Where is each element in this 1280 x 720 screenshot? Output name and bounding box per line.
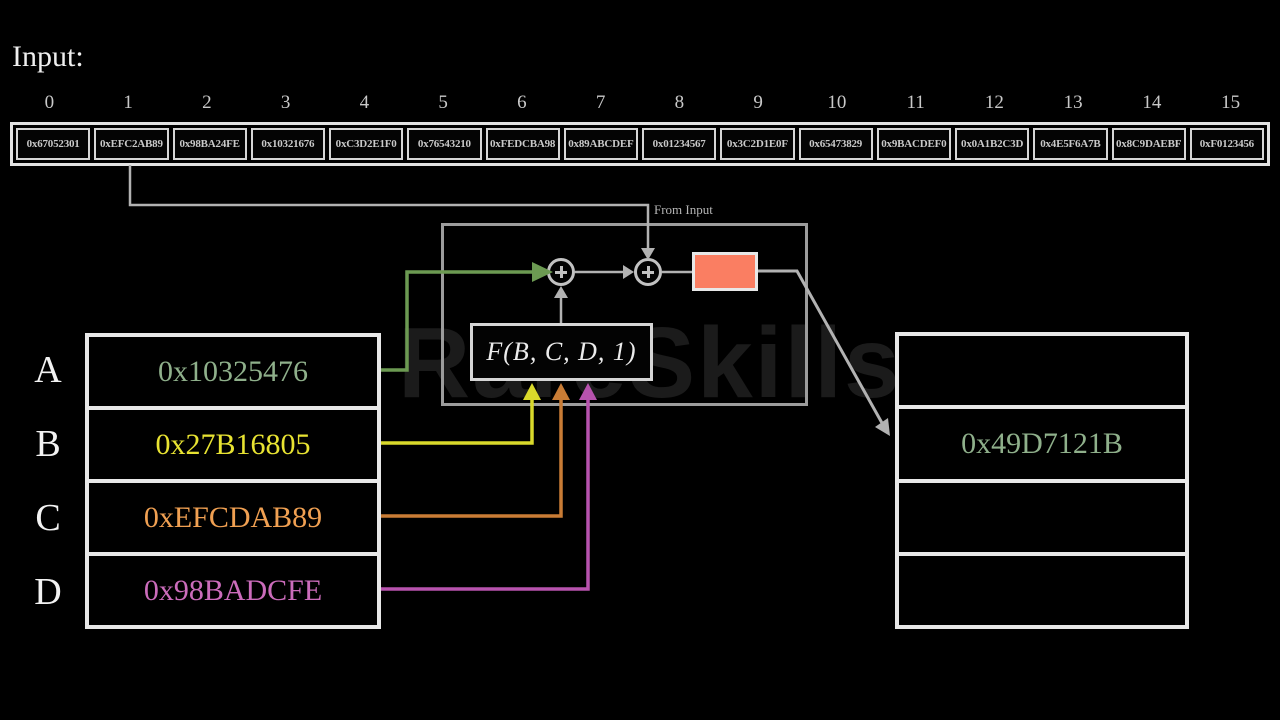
input-index: 2 — [202, 92, 212, 113]
input-word-cell: 0x01234567 — [642, 128, 717, 160]
input-index: 12 — [984, 92, 1004, 113]
input-word-cell: 0x0A1B2C3D — [955, 128, 1030, 160]
input-word-cell: 0x98BA24FE — [172, 128, 247, 160]
f-function-label: F(B, C, D, 1) — [486, 337, 637, 366]
register-label-column: A B C D — [22, 333, 74, 629]
xor-add-icon — [634, 258, 662, 286]
input-word-cell: 0x3C2D1E0F — [720, 128, 795, 160]
input-index-row: 0 1 2 3 4 5 6 7 8 9 10 11 12 13 14 15 — [10, 92, 1270, 118]
output-row — [899, 556, 1185, 625]
input-index: 1 — [123, 92, 133, 113]
output-table: 0x49D7121B — [895, 332, 1189, 629]
input-word-cell: 0xC3D2E1F0 — [329, 128, 404, 160]
input-index: 15 — [1221, 92, 1241, 113]
input-word-cell: 0xEFC2AB89 — [94, 128, 169, 160]
input-word-cell: 0x8C9DAEBF — [1111, 128, 1186, 160]
register-label: C — [35, 497, 61, 539]
input-index: 10 — [827, 92, 847, 113]
input-index: 8 — [674, 92, 685, 113]
input-index: 11 — [906, 92, 925, 113]
input-word-cell: 0x65473829 — [798, 128, 873, 160]
f-function-box: F(B, C, D, 1) — [470, 323, 653, 381]
output-row: 0x49D7121B — [899, 409, 1185, 483]
input-index: 13 — [1063, 92, 1083, 113]
input-index: 6 — [517, 92, 527, 113]
input-index: 9 — [753, 92, 763, 113]
input-word-cell: 0x4E5F6A7B — [1033, 128, 1108, 160]
input-index: 3 — [280, 92, 291, 113]
input-index: 0 — [44, 92, 55, 113]
xor-add-icon — [547, 258, 575, 286]
input-word-cell: 0x76543210 — [407, 128, 482, 160]
output-row — [899, 483, 1185, 556]
input-word-cell: 0xF0123456 — [1189, 128, 1264, 160]
register-value-b: 0x27B16805 — [89, 410, 377, 483]
input-index: 14 — [1142, 92, 1162, 113]
from-input-label: From Input — [654, 202, 713, 217]
input-word-array: 0x67052301 0xEFC2AB89 0x98BA24FE 0x10321… — [10, 122, 1270, 166]
input-index: 4 — [359, 92, 370, 113]
input-word-cell: 0x89ABCDEF — [563, 128, 638, 160]
register-value-a: 0x10325476 — [89, 337, 377, 410]
input-heading: Input: — [12, 40, 84, 73]
register-label: A — [34, 349, 62, 391]
register-label: B — [35, 423, 61, 465]
registers-table: 0x10325476 0x27B16805 0xEFCDAB89 0x98BAD… — [85, 333, 381, 629]
input-word-cell: 0x67052301 — [16, 128, 91, 160]
output-row — [899, 336, 1185, 410]
register-label: D — [34, 571, 62, 613]
register-value-c: 0xEFCDAB89 — [89, 483, 377, 556]
input-word-cell: 0x10321676 — [250, 128, 325, 160]
input-index: 7 — [595, 92, 606, 113]
register-value-d: 0x98BADCFE — [143, 573, 323, 607]
temp-result-box — [692, 252, 758, 291]
input-word-cell: 0x9BACDEF0 — [876, 128, 951, 160]
input-word-cell: 0xFEDCBA98 — [485, 128, 560, 160]
input-index: 5 — [438, 92, 448, 113]
